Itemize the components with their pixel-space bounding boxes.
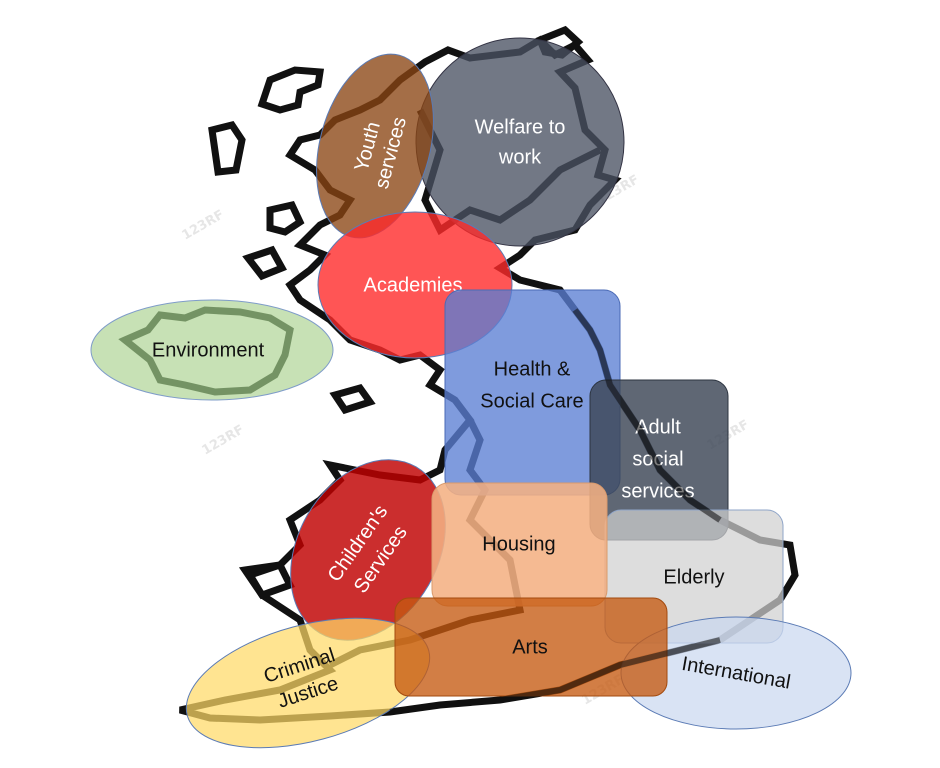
node-youth: Youth services bbox=[316, 53, 434, 239]
watermark: 123RF bbox=[180, 207, 227, 243]
uk-map-overlay-lines bbox=[389, 308, 722, 715]
adult-label-line2: social bbox=[632, 448, 683, 470]
node-housing: Housing bbox=[431, 482, 608, 607]
node-arts: Arts bbox=[394, 597, 668, 697]
watermark: 123RF bbox=[200, 422, 247, 458]
island-west-4 bbox=[329, 383, 376, 415]
welfare-circle bbox=[415, 37, 625, 247]
island-west-1 bbox=[208, 121, 246, 176]
environment-label: Environment bbox=[152, 339, 265, 361]
health-label-line1: Health & bbox=[494, 358, 571, 380]
coast-overlay-south bbox=[389, 637, 721, 715]
node-environment: Environment bbox=[90, 299, 334, 401]
health-label-line2: Social Care bbox=[480, 390, 583, 412]
adult-label-line1: Adult bbox=[635, 416, 681, 438]
arts-label: Arts bbox=[512, 636, 548, 658]
island-south-1 bbox=[238, 561, 295, 600]
academies-label: Academies bbox=[364, 274, 463, 296]
node-international: International bbox=[620, 616, 852, 730]
ireland-outline bbox=[118, 306, 294, 396]
island-north-1 bbox=[257, 66, 325, 114]
welfare-label-line2: work bbox=[498, 146, 542, 168]
island-west-3 bbox=[242, 245, 287, 281]
coast-overlay-east bbox=[572, 308, 722, 523]
node-criminal: Criminal Justice bbox=[185, 617, 431, 749]
housing-label: Housing bbox=[482, 533, 555, 555]
elderly-label: Elderly bbox=[663, 566, 724, 588]
node-childrens: Children's Services bbox=[290, 459, 446, 641]
welfare-label-line1: Welfare to bbox=[475, 116, 566, 138]
island-west-2 bbox=[266, 200, 305, 236]
node-welfare: Welfare to work bbox=[415, 37, 625, 247]
